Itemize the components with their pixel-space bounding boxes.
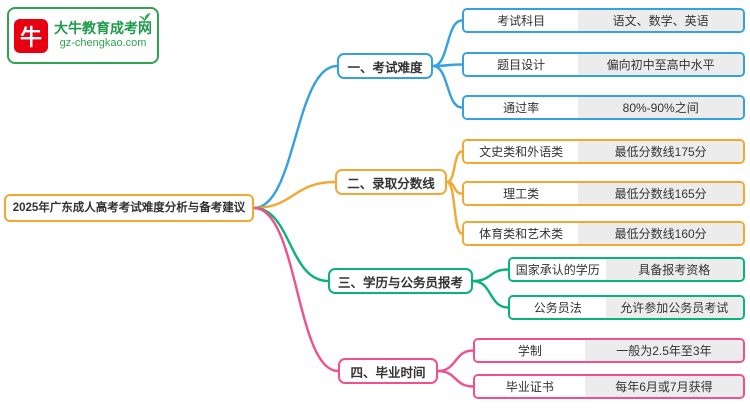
leaf-pass-rate: 通过率 80%-90%之间 <box>462 95 745 120</box>
branch-exam-difficulty: 一、考试难度 <box>337 53 433 79</box>
leaf-label: 考试科目 <box>464 10 579 31</box>
leaf-science-score: 理工类 最低分数线165分 <box>462 181 745 206</box>
leaf-label: 通过率 <box>464 97 579 118</box>
leaf-value: 每年6月或7月获得 <box>584 376 743 397</box>
leaf-value: 最低分数线160分 <box>578 223 743 244</box>
leaf-value: 允许参加公务员考试 <box>605 297 743 318</box>
leaf-label: 理工类 <box>464 183 579 204</box>
leaf-sports-arts-score: 体育类和艺术类 最低分数线160分 <box>462 221 745 246</box>
leaf-value: 一般为2.5年至3年 <box>584 340 743 361</box>
leaf-label: 体育类和艺术类 <box>464 223 579 244</box>
leaf-label: 国家承认的学历 <box>510 259 606 280</box>
leaf-value: 80%-90%之间 <box>578 97 743 118</box>
branch-degree-civil-service: 三、学历与公务员报考 <box>328 268 473 294</box>
leaf-label: 毕业证书 <box>475 376 585 397</box>
leaf-label: 公务员法 <box>510 297 606 318</box>
root-topic: 2025年广东成人高考考试难度分析与备考建议 <box>4 194 254 222</box>
leaf-label: 学制 <box>475 340 585 361</box>
leaf-graduation-certificate: 毕业证书 每年6月或7月获得 <box>473 374 745 399</box>
leaf-liberal-arts-score: 文史类和外语类 最低分数线175分 <box>462 139 745 164</box>
leaf-exam-subjects: 考试科目 语文、数学、英语 <box>462 8 745 33</box>
leaf-value: 具备报考资格 <box>605 259 743 280</box>
site-logo: 牛 大牛教育成考网 gz-chengkao.com <box>7 7 159 64</box>
branch-admission-scores: 二、录取分数线 <box>335 169 447 195</box>
leaf-value: 语文、数学、英语 <box>578 10 743 31</box>
leaf-schooling-length: 学制 一般为2.5年至3年 <box>473 338 745 363</box>
daniu-logo-icon: 牛 <box>14 18 48 53</box>
site-name: 大牛教育成考网 <box>54 19 152 36</box>
leaf-state-recognized-degree: 国家承认的学历 具备报考资格 <box>508 257 745 282</box>
leaf-civil-servant-law: 公务员法 允许参加公务员考试 <box>508 295 745 320</box>
leaf-label: 题目设计 <box>464 54 579 75</box>
leaf-question-design: 题目设计 偏向初中至高中水平 <box>462 52 745 77</box>
site-url: gz-chengkao.com <box>59 37 147 50</box>
branch-graduation-time: 四、毕业时间 <box>338 358 438 384</box>
leaf-label: 文史类和外语类 <box>464 141 579 162</box>
sprout-icon <box>138 12 151 25</box>
leaf-value: 最低分数线175分 <box>578 141 743 162</box>
leaf-value: 最低分数线165分 <box>578 183 743 204</box>
leaf-value: 偏向初中至高中水平 <box>578 54 743 75</box>
